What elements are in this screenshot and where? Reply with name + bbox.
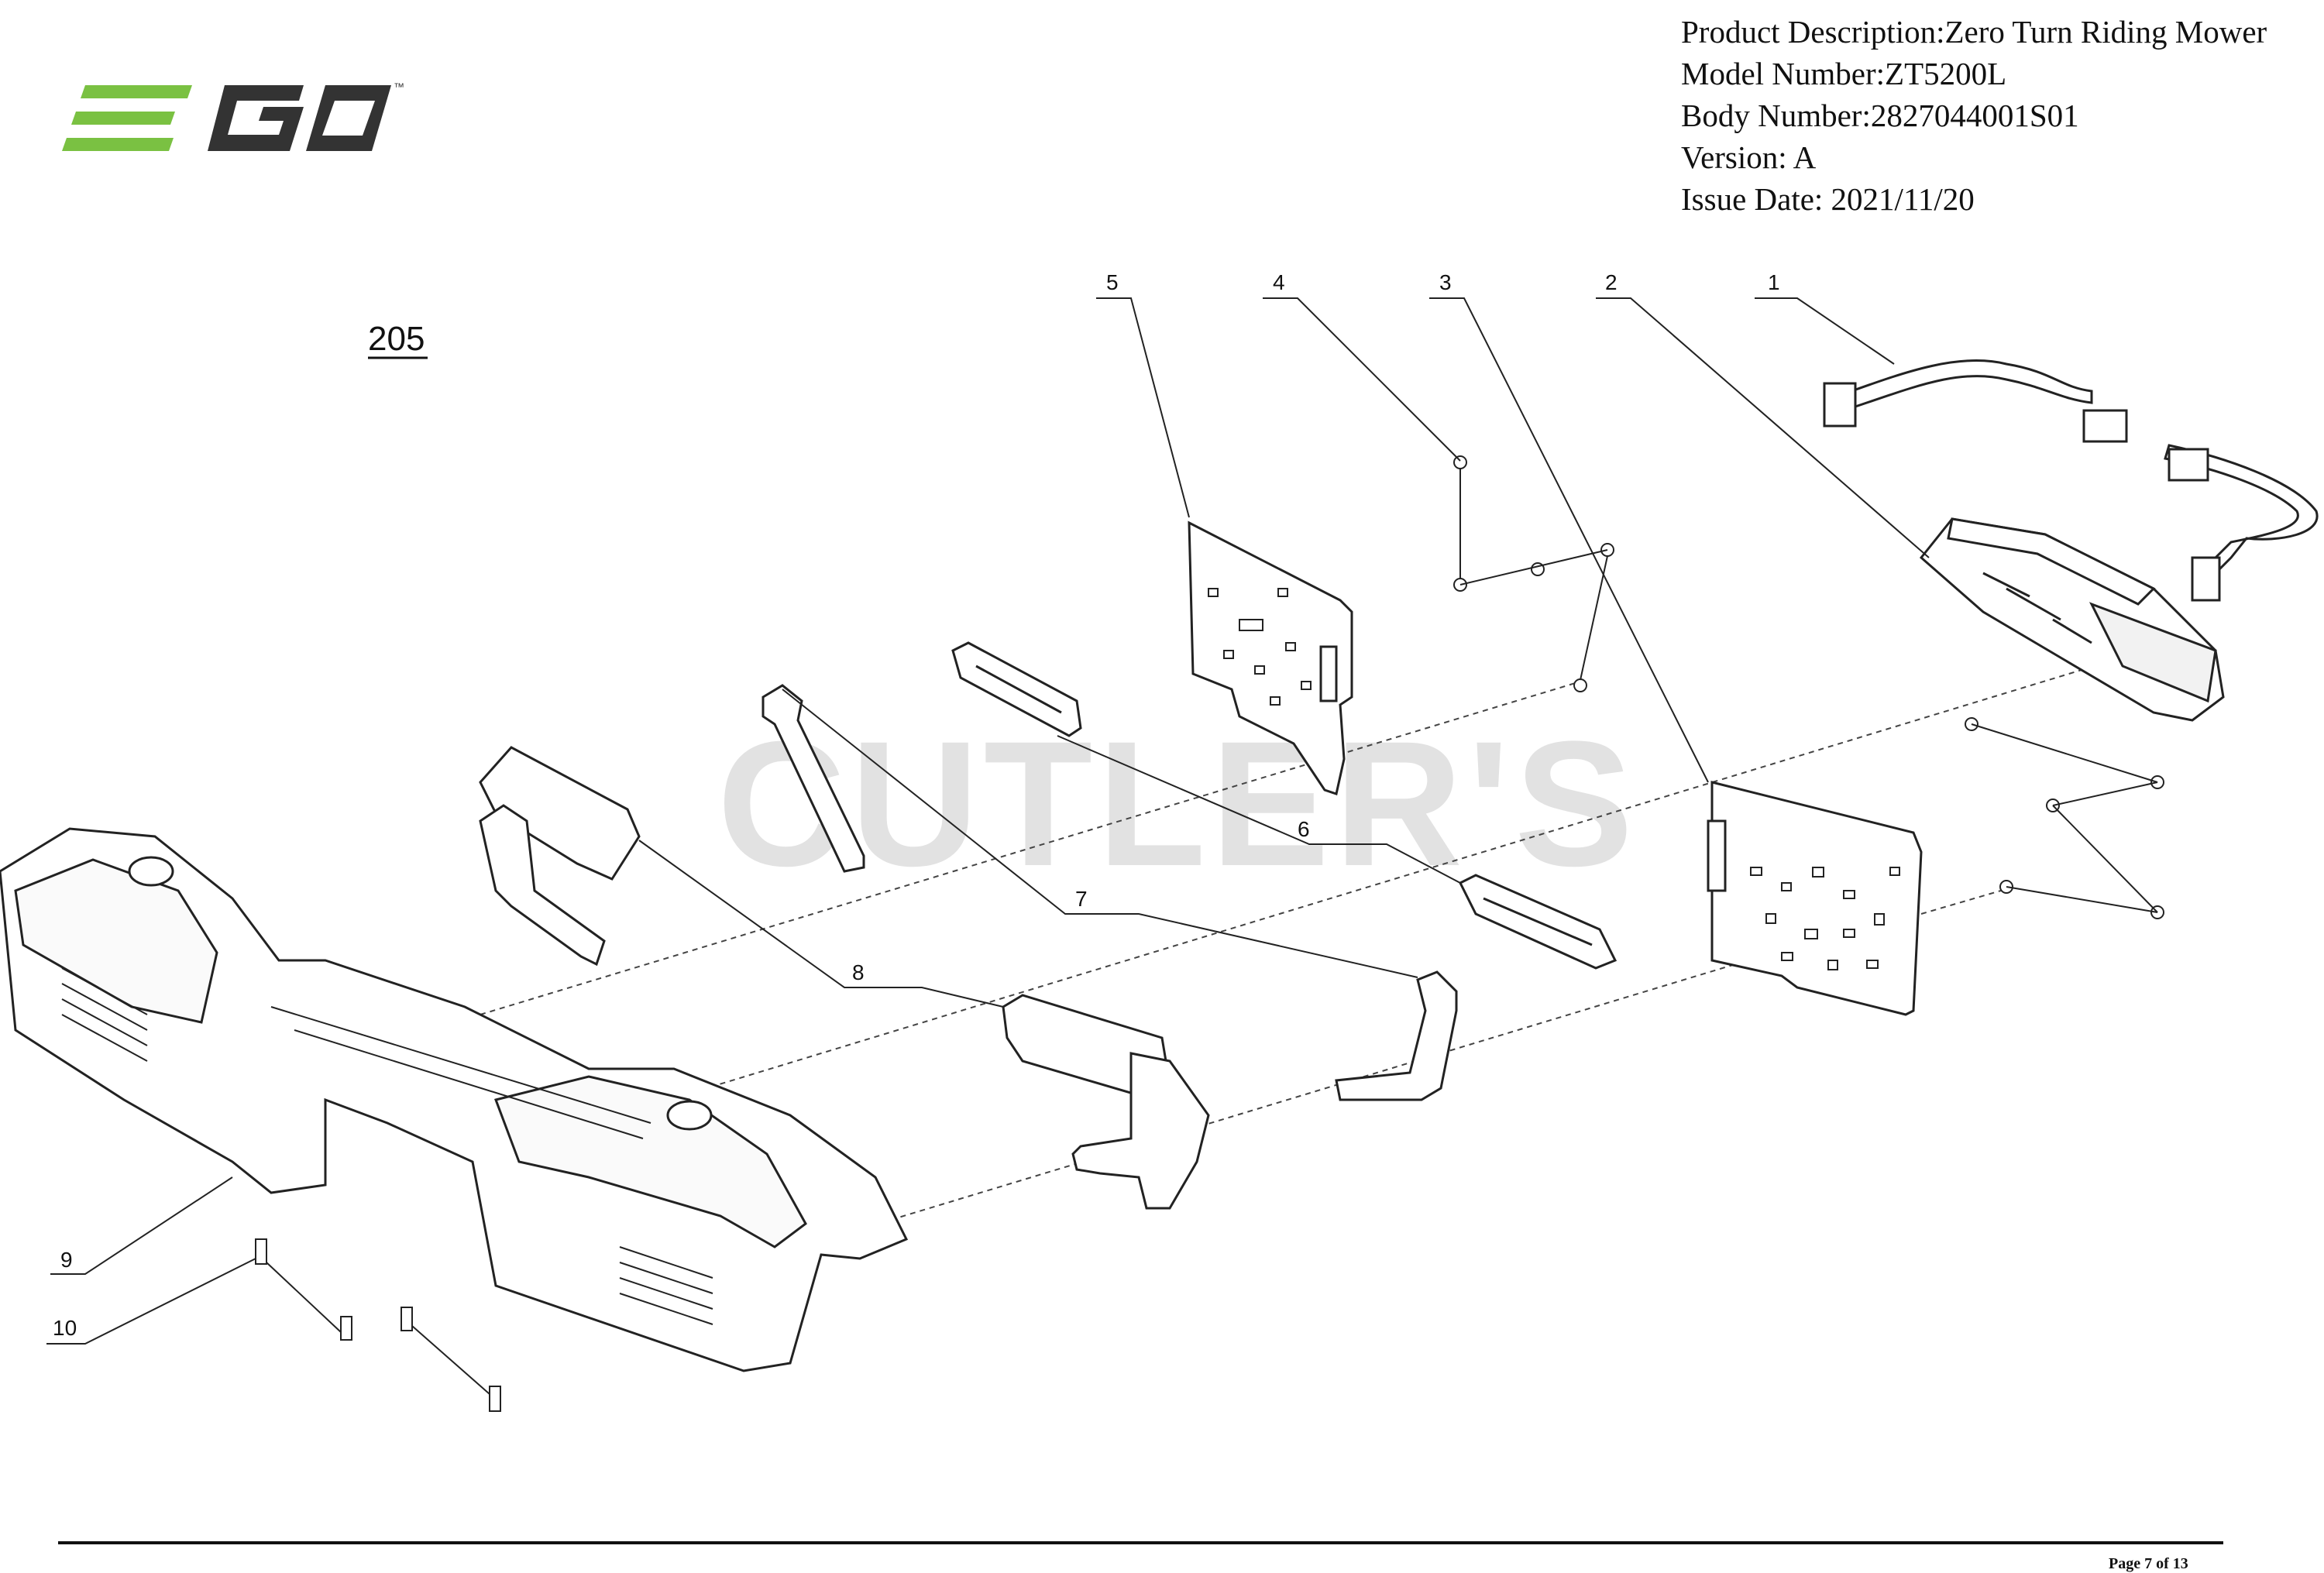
ego-logo — [62, 85, 391, 151]
assembly-number: 205 — [368, 320, 425, 358]
callout-7: 7 — [1075, 887, 1088, 911]
part-3-circuit-board — [1707, 781, 1923, 1016]
part-5-circuit-board — [1188, 520, 1353, 795]
trademark-mark: ™ — [394, 81, 404, 93]
callout-4: 4 — [1273, 270, 1285, 294]
screws — [255, 455, 2164, 1412]
part-2-controller-module — [1919, 517, 2225, 722]
part-5-components — [1208, 588, 1312, 706]
callout-1: 1 — [1768, 270, 1780, 294]
logo-letters-go — [208, 85, 391, 151]
part-1-wire-harness — [1823, 359, 2319, 602]
issue-date: Issue Date: 2021/11/20 — [1681, 181, 1975, 217]
callout-numbers: 1 2 3 4 5 6 7 8 9 10 — [53, 270, 1780, 1340]
part-10-screws — [255, 1238, 501, 1412]
part-7-brackets — [761, 684, 1458, 1101]
callout-8: 8 — [852, 960, 865, 984]
part-8-side-covers — [479, 746, 1210, 1210]
product-description: Product Description:Zero Turn Riding Mow… — [1681, 14, 2267, 50]
alignment-lines — [480, 661, 2108, 1221]
callout-5: 5 — [1106, 270, 1119, 294]
callout-leaders — [46, 297, 1930, 1345]
logo-green-bars — [62, 85, 192, 151]
part-6-switch-panels — [951, 641, 1618, 970]
callout-9: 9 — [60, 1248, 73, 1272]
page-number: Page 7 of 13 — [2109, 1555, 2188, 1572]
callout-2: 2 — [1605, 270, 1618, 294]
part-9-vents — [61, 967, 713, 1325]
part-9-console-housing — [0, 827, 909, 1372]
callout-3: 3 — [1439, 270, 1452, 294]
callout-6: 6 — [1298, 817, 1310, 841]
part-3-components — [1750, 867, 1900, 970]
body-number: Body Number:2827044001S01 — [1681, 98, 2079, 133]
screw-group-lines — [1459, 469, 2158, 913]
callout-10: 10 — [53, 1316, 77, 1340]
version: Version: A — [1681, 139, 1817, 175]
model-number: Model Number:ZT5200L — [1681, 56, 2007, 91]
